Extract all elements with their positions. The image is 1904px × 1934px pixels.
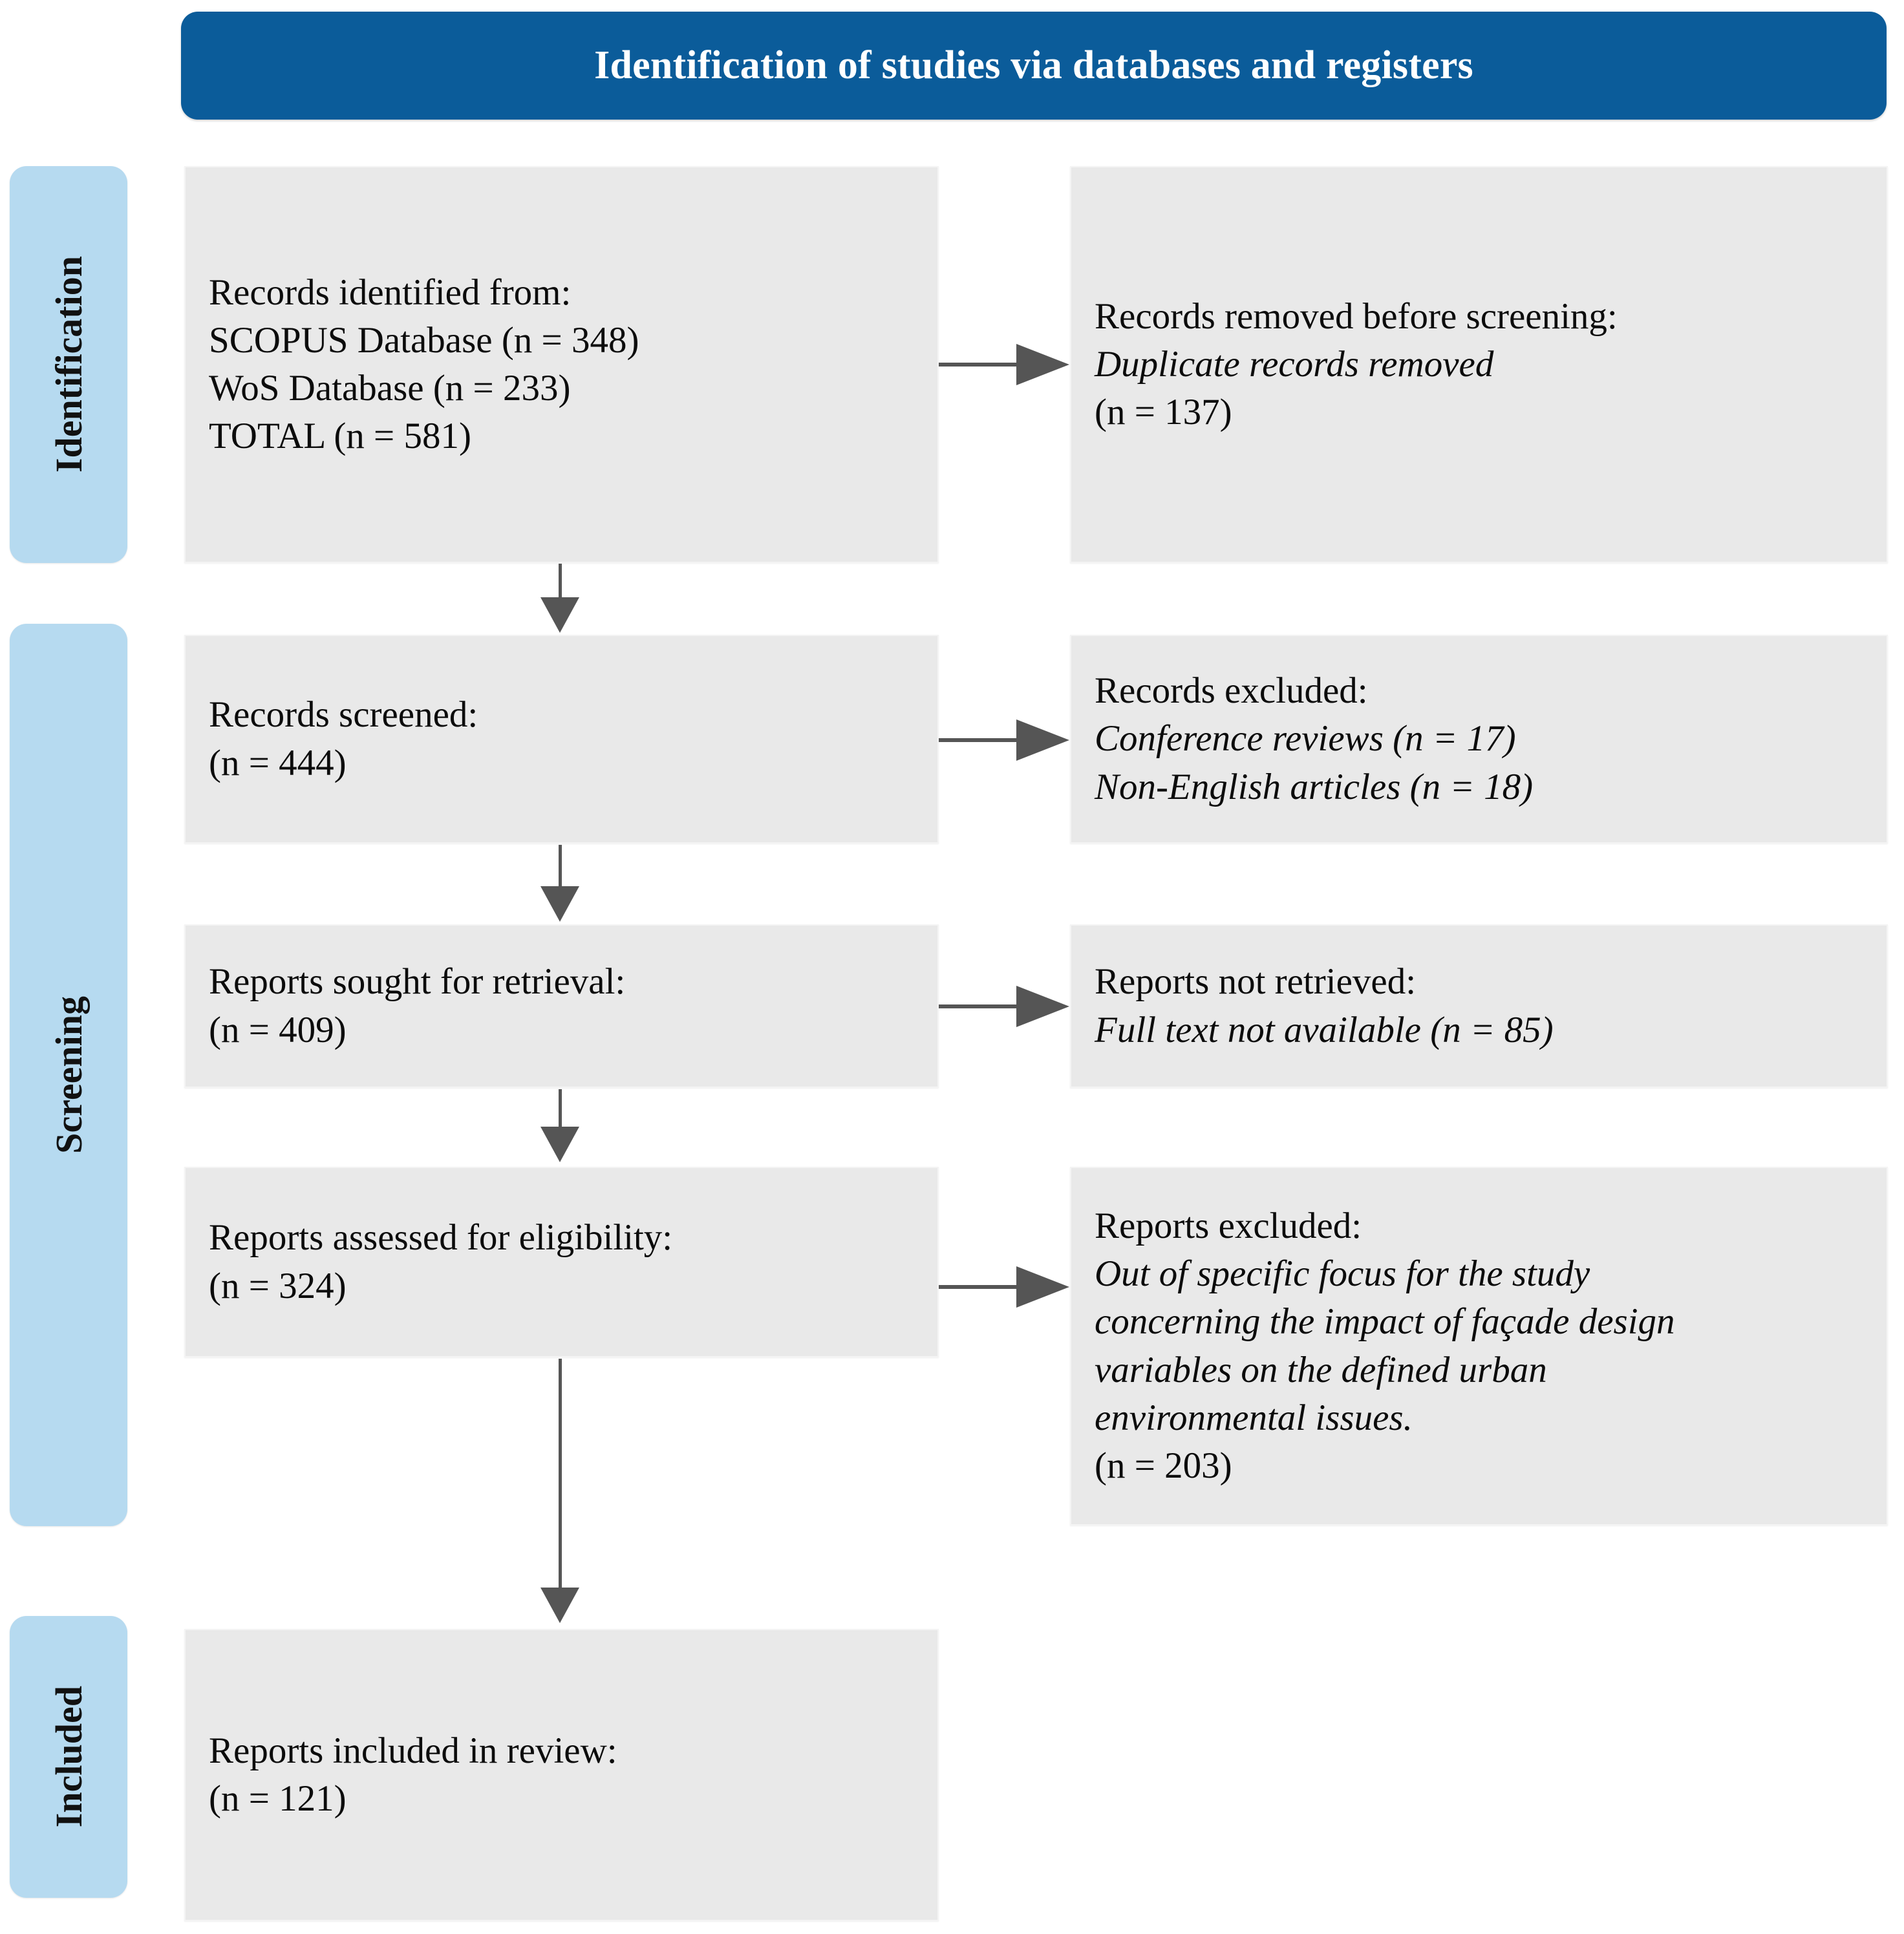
stage-band-screening: Screening: [10, 624, 127, 1526]
stage-label-included: Included: [47, 1686, 90, 1828]
reports-assessed-line1: Reports assessed for eligibility:: [209, 1217, 673, 1259]
stage-band-included: Included: [10, 1616, 127, 1898]
arrow-head-screened-to-sought: [540, 886, 579, 922]
arrow-head-assessed-to-included: [540, 1588, 579, 1623]
arrow-line-screened-to-sought: [559, 845, 562, 889]
reports-excluded-count: (n = 203): [1095, 1445, 1232, 1486]
arrow-line-assessed-to-included: [559, 1359, 562, 1590]
records-screened-line1: Records screened:: [209, 694, 478, 736]
stage-label-identification: Identification: [47, 256, 90, 473]
arrow-line-screened-to-excluded: [939, 738, 1053, 742]
header-banner: Identification of studies via databases …: [181, 12, 1887, 120]
records-removed-line1: Records removed before screening:: [1095, 295, 1618, 337]
reports-included-count: (n = 121): [209, 1778, 347, 1819]
node-records-excluded: Records excluded: Conference reviews (n …: [1070, 635, 1888, 844]
reports-not-retrieved-reason: Full text not available (n = 85): [1095, 1009, 1554, 1050]
node-reports-sought: Reports sought for retrieval: (n = 409): [184, 924, 939, 1088]
arrow-head-sought-to-assessed: [540, 1127, 579, 1162]
node-records-removed: Records removed before screening: Duplic…: [1070, 166, 1888, 563]
reports-excluded-reason-line3: variables on the defined urban: [1095, 1349, 1547, 1390]
records-identified-wos: WoS Database (n = 233): [209, 368, 571, 409]
records-identified-line1: Records identified from:: [209, 271, 572, 313]
reports-sought-line1: Reports sought for retrieval:: [209, 961, 626, 1003]
node-reports-excluded: Reports excluded: Out of specific focus …: [1070, 1167, 1888, 1525]
arrow-line-assessed-to-excluded: [939, 1285, 1053, 1289]
arrow-head-assessed-to-excluded: [1016, 1266, 1069, 1308]
records-screened-count: (n = 444): [209, 742, 347, 783]
reports-assessed-count: (n = 324): [209, 1265, 347, 1306]
reports-excluded-reason-line2: concerning the impact of façade design: [1095, 1301, 1675, 1343]
stage-label-screening: Screening: [47, 996, 90, 1154]
records-excluded-conference: Conference reviews (n = 17): [1095, 718, 1516, 760]
reports-excluded-reason-line1: Out of specific focus for the study: [1095, 1253, 1590, 1295]
stage-band-identification: Identification: [10, 166, 127, 563]
arrow-line-sought-to-not-retrieved: [939, 1004, 1053, 1008]
records-removed-reason: Duplicate records removed: [1095, 343, 1494, 385]
records-removed-count: (n = 137): [1095, 392, 1232, 433]
reports-included-line1: Reports included in review:: [209, 1730, 617, 1771]
arrow-line-sought-to-assessed: [559, 1089, 562, 1129]
node-reports-assessed: Reports assessed for eligibility: (n = 3…: [184, 1167, 939, 1357]
reports-not-retrieved-line1: Reports not retrieved:: [1095, 961, 1417, 1003]
node-records-identified: Records identified from: SCOPUS Database…: [184, 166, 939, 563]
arrow-head-identified-to-removed: [1016, 344, 1069, 385]
page-title: Identification of studies via databases …: [594, 43, 1473, 87]
arrow-line-identified-to-screened: [559, 564, 562, 600]
reports-sought-count: (n = 409): [209, 1009, 347, 1050]
records-excluded-line1: Records excluded:: [1095, 670, 1368, 712]
node-records-screened: Records screened: (n = 444): [184, 635, 939, 844]
arrow-head-sought-to-not-retrieved: [1016, 986, 1069, 1027]
reports-excluded-line1: Reports excluded:: [1095, 1206, 1362, 1247]
arrow-line-identified-to-removed: [939, 363, 1053, 367]
node-reports-not-retrieved: Reports not retrieved: Full text not ava…: [1070, 924, 1888, 1088]
node-reports-included: Reports included in review: (n = 121): [184, 1629, 939, 1921]
reports-excluded-reason-line4: environmental issues.: [1095, 1397, 1413, 1438]
arrow-head-identified-to-screened: [540, 597, 579, 633]
records-excluded-nonenglish: Non-English articles (n = 18): [1095, 766, 1534, 807]
arrow-head-screened-to-excluded: [1016, 719, 1069, 761]
records-identified-scopus: SCOPUS Database (n = 348): [209, 319, 639, 361]
records-identified-total: TOTAL (n = 581): [209, 416, 471, 457]
